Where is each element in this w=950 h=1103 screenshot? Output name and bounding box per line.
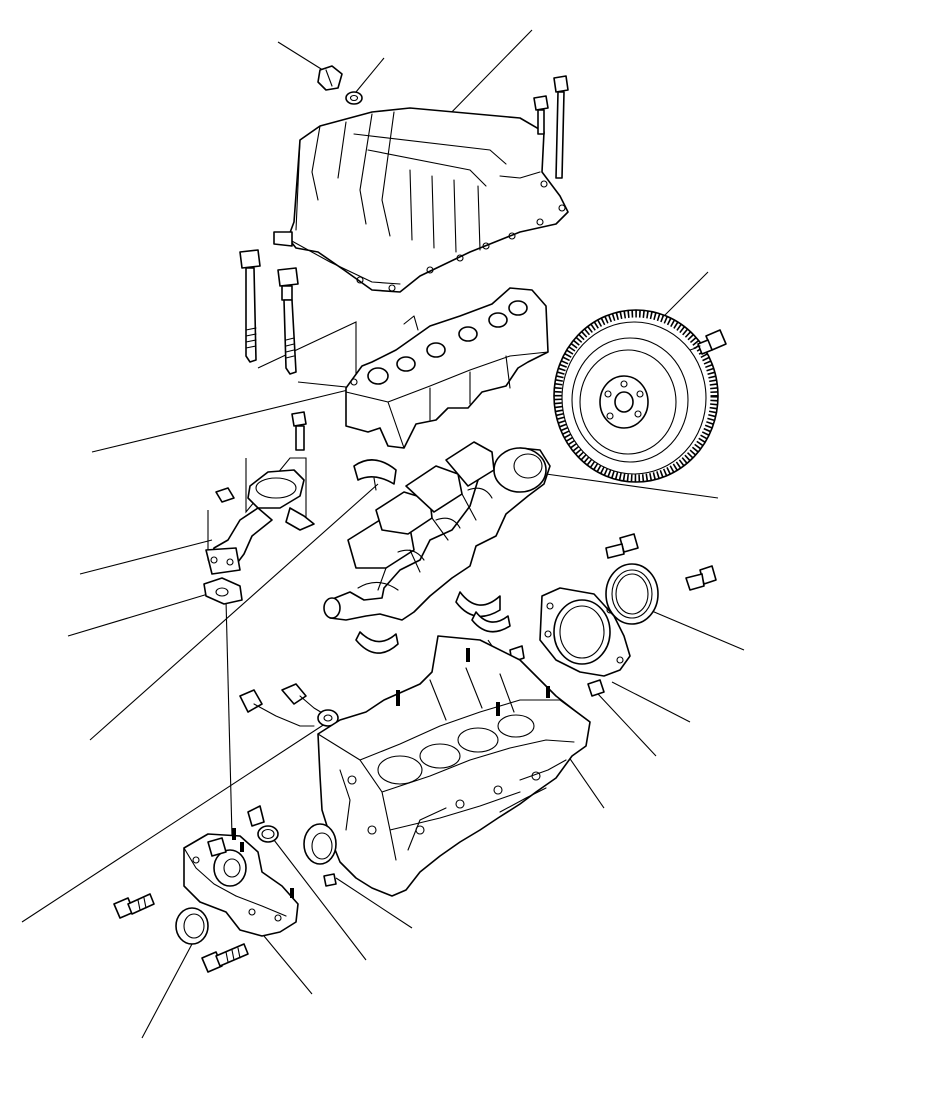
leader-crankshaft xyxy=(546,474,718,498)
strainer-nut xyxy=(216,488,234,502)
leader-rear-seal xyxy=(640,606,744,650)
drain-bolt-washer xyxy=(346,92,362,104)
water-pump-pulley xyxy=(304,824,336,886)
rear-oil-seal xyxy=(606,564,658,624)
housing-bolt-upper xyxy=(606,534,638,558)
oil-pump-seal xyxy=(176,908,208,944)
housing-bolt-right xyxy=(686,566,716,590)
leader-strainer-drop xyxy=(226,600,232,836)
oil-pump-o-ring xyxy=(258,826,278,842)
leader-washer xyxy=(356,58,384,92)
crankshaft xyxy=(324,442,550,620)
main-bearing-lower xyxy=(356,592,510,653)
leader-pump-bolt xyxy=(264,936,312,994)
bearing-cap-bolts xyxy=(240,250,298,374)
oil-strainer-gasket xyxy=(204,578,242,604)
rear-oil-seal-housing xyxy=(540,588,630,676)
leader-o-ring xyxy=(274,840,366,960)
oil-pump-bolt-lower xyxy=(202,944,248,972)
bracket-strainer-bolt xyxy=(246,458,306,528)
bracket-cap-bolts xyxy=(258,322,356,388)
oil-strainer xyxy=(206,470,314,574)
bearing-cap-bridge xyxy=(346,288,548,448)
engine-block xyxy=(318,636,590,896)
leader-pulley xyxy=(336,878,412,928)
leader-drain-bolt xyxy=(278,42,326,72)
housing-small-parts xyxy=(510,646,604,696)
leader-dowel xyxy=(612,682,690,722)
leader-housing-bolt xyxy=(598,694,656,756)
flywheel-bolt xyxy=(690,330,726,354)
leader-strainer-gasket xyxy=(68,594,208,636)
oil-pan xyxy=(274,108,568,292)
oil-pump xyxy=(184,806,298,936)
main-bearing-upper xyxy=(354,460,396,490)
oil-pump-bolt-upper xyxy=(114,894,154,918)
knock-sensor xyxy=(240,684,338,726)
oil-pan-flange-bolts xyxy=(534,76,568,178)
leader-bearing-cap xyxy=(92,390,348,452)
leader-pump-seal xyxy=(142,944,192,1038)
leader-oil-pan xyxy=(444,30,532,120)
leader-strainer xyxy=(80,540,212,574)
strainer-bolt xyxy=(292,412,306,450)
oil-pan-drain-bolt xyxy=(318,66,342,90)
flywheel xyxy=(554,310,718,482)
leader-knock-sensor xyxy=(22,718,334,922)
leader-upper-bearing xyxy=(90,484,378,740)
